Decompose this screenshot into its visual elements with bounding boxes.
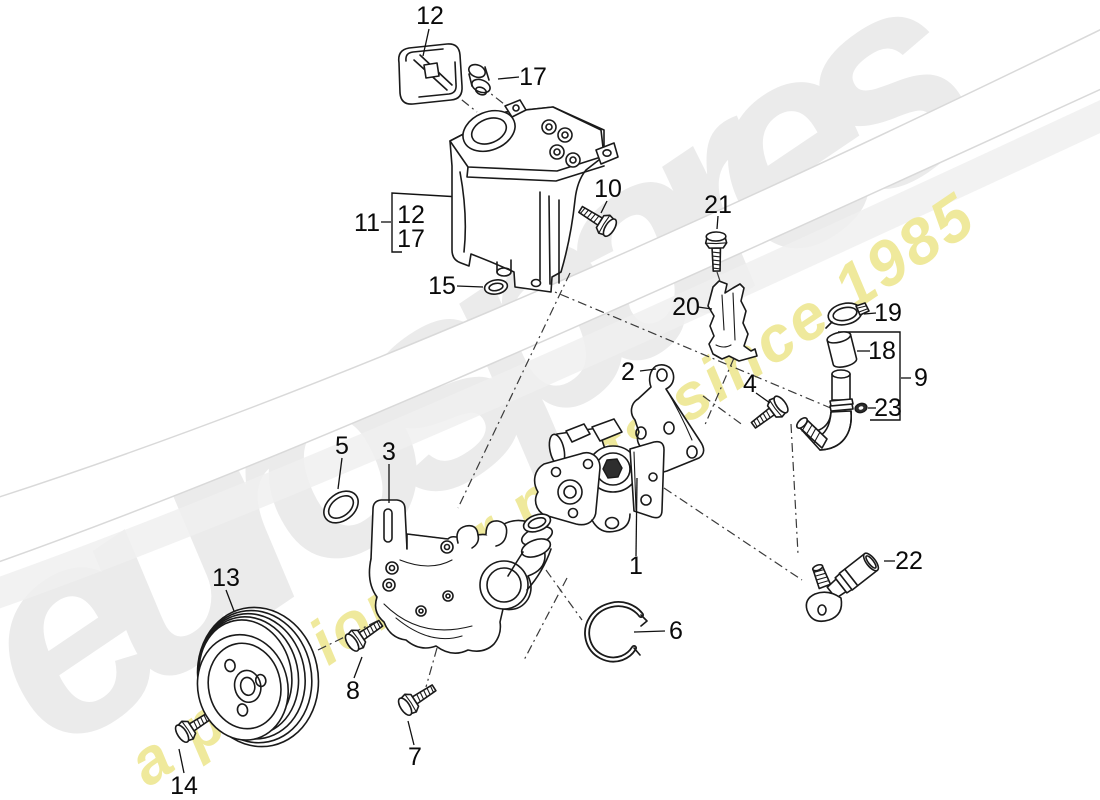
swoosh-upper-edge <box>0 29 1100 498</box>
leader-6-22 <box>633 630 666 633</box>
leader-20-8 <box>697 306 713 310</box>
part-bracket-20 <box>707 280 758 362</box>
callout-20-8: 20 <box>672 293 700 321</box>
callout-10-2: 10 <box>594 175 622 203</box>
callout-6-22: 6 <box>669 617 683 645</box>
callout-11-3: 11 <box>354 209 380 237</box>
part-reservoir <box>449 99 619 293</box>
leader-1-15 <box>635 477 638 557</box>
callout-12-4: 12 <box>397 201 425 229</box>
callout-23-12: 23 <box>874 394 902 422</box>
construction-reservoir-to-elbow <box>542 286 834 410</box>
part-pump-1 <box>533 418 665 533</box>
leader-14-20 <box>178 748 185 774</box>
construction-bracket2-to-pump <box>702 395 745 427</box>
part-cap-12 <box>397 43 463 105</box>
leader-2-13 <box>639 368 657 372</box>
leader-15-6 <box>456 285 484 288</box>
callout-13-18: 13 <box>212 564 240 592</box>
part-oring-15 <box>483 279 509 295</box>
callout-8-19: 8 <box>346 677 360 705</box>
part-nut-23 <box>854 402 868 414</box>
group-9-bracket <box>838 331 901 421</box>
leader-8-19 <box>353 656 363 679</box>
construction-elbow-to-fitting22 <box>790 423 799 555</box>
callout-17-5: 17 <box>397 225 425 253</box>
construction-bolt7-axis <box>425 647 438 688</box>
part-sleeve-18 <box>826 331 858 368</box>
construction-bellows-to-clip <box>545 569 583 621</box>
callout-12-0: 12 <box>416 2 444 30</box>
leader-13-18 <box>225 589 235 612</box>
callout-22-23: 22 <box>895 547 923 575</box>
leader-19-9 <box>863 312 877 315</box>
part-clamp-19 <box>825 302 870 329</box>
leader-17-1 <box>497 76 520 80</box>
callout-19-9: 19 <box>874 299 902 327</box>
construction-bracket20-to-bracket2 <box>703 357 735 428</box>
swoosh-shadow <box>0 100 1100 609</box>
callout-21-7: 21 <box>704 191 732 219</box>
part-oring-5 <box>323 490 359 524</box>
part-bolt-7 <box>394 678 441 719</box>
leader-4-14 <box>755 392 771 404</box>
leader-10-2 <box>600 200 608 214</box>
part-hose-elbow-9 <box>795 369 854 451</box>
part-bolt-4 <box>746 392 792 435</box>
part-housing-3 <box>368 499 554 654</box>
construction-pump-to-fitting22 <box>663 487 803 581</box>
construction-reservoir-to-clip <box>522 577 568 663</box>
callout-3-17: 3 <box>382 438 396 466</box>
part-clip-6 <box>584 601 648 663</box>
callout-5-16: 5 <box>335 432 349 460</box>
callout-14-20: 14 <box>170 772 198 800</box>
construction-reservoir-to-housing <box>457 272 571 509</box>
callout-4-14: 4 <box>743 370 757 398</box>
part-fitting-22 <box>805 552 880 623</box>
swoosh-band <box>0 29 1100 562</box>
leader-7-21 <box>407 720 415 746</box>
leader-12-0 <box>422 28 430 57</box>
part-plug-17 <box>468 63 491 96</box>
callout-17-1: 17 <box>519 63 547 91</box>
leader-5-16 <box>337 457 343 490</box>
group-11-bracket <box>391 192 461 253</box>
part-pulley-13 <box>196 606 320 748</box>
swoosh-lower-edge <box>0 88 1100 563</box>
leader-21-7 <box>716 215 719 230</box>
callout-2-13: 2 <box>621 358 635 386</box>
callout-7-21: 7 <box>408 743 422 771</box>
callout-18-10: 18 <box>868 337 896 365</box>
callout-9-11: 9 <box>914 364 928 392</box>
callout-1-15: 1 <box>629 552 643 580</box>
callout-15-6: 15 <box>428 272 456 300</box>
